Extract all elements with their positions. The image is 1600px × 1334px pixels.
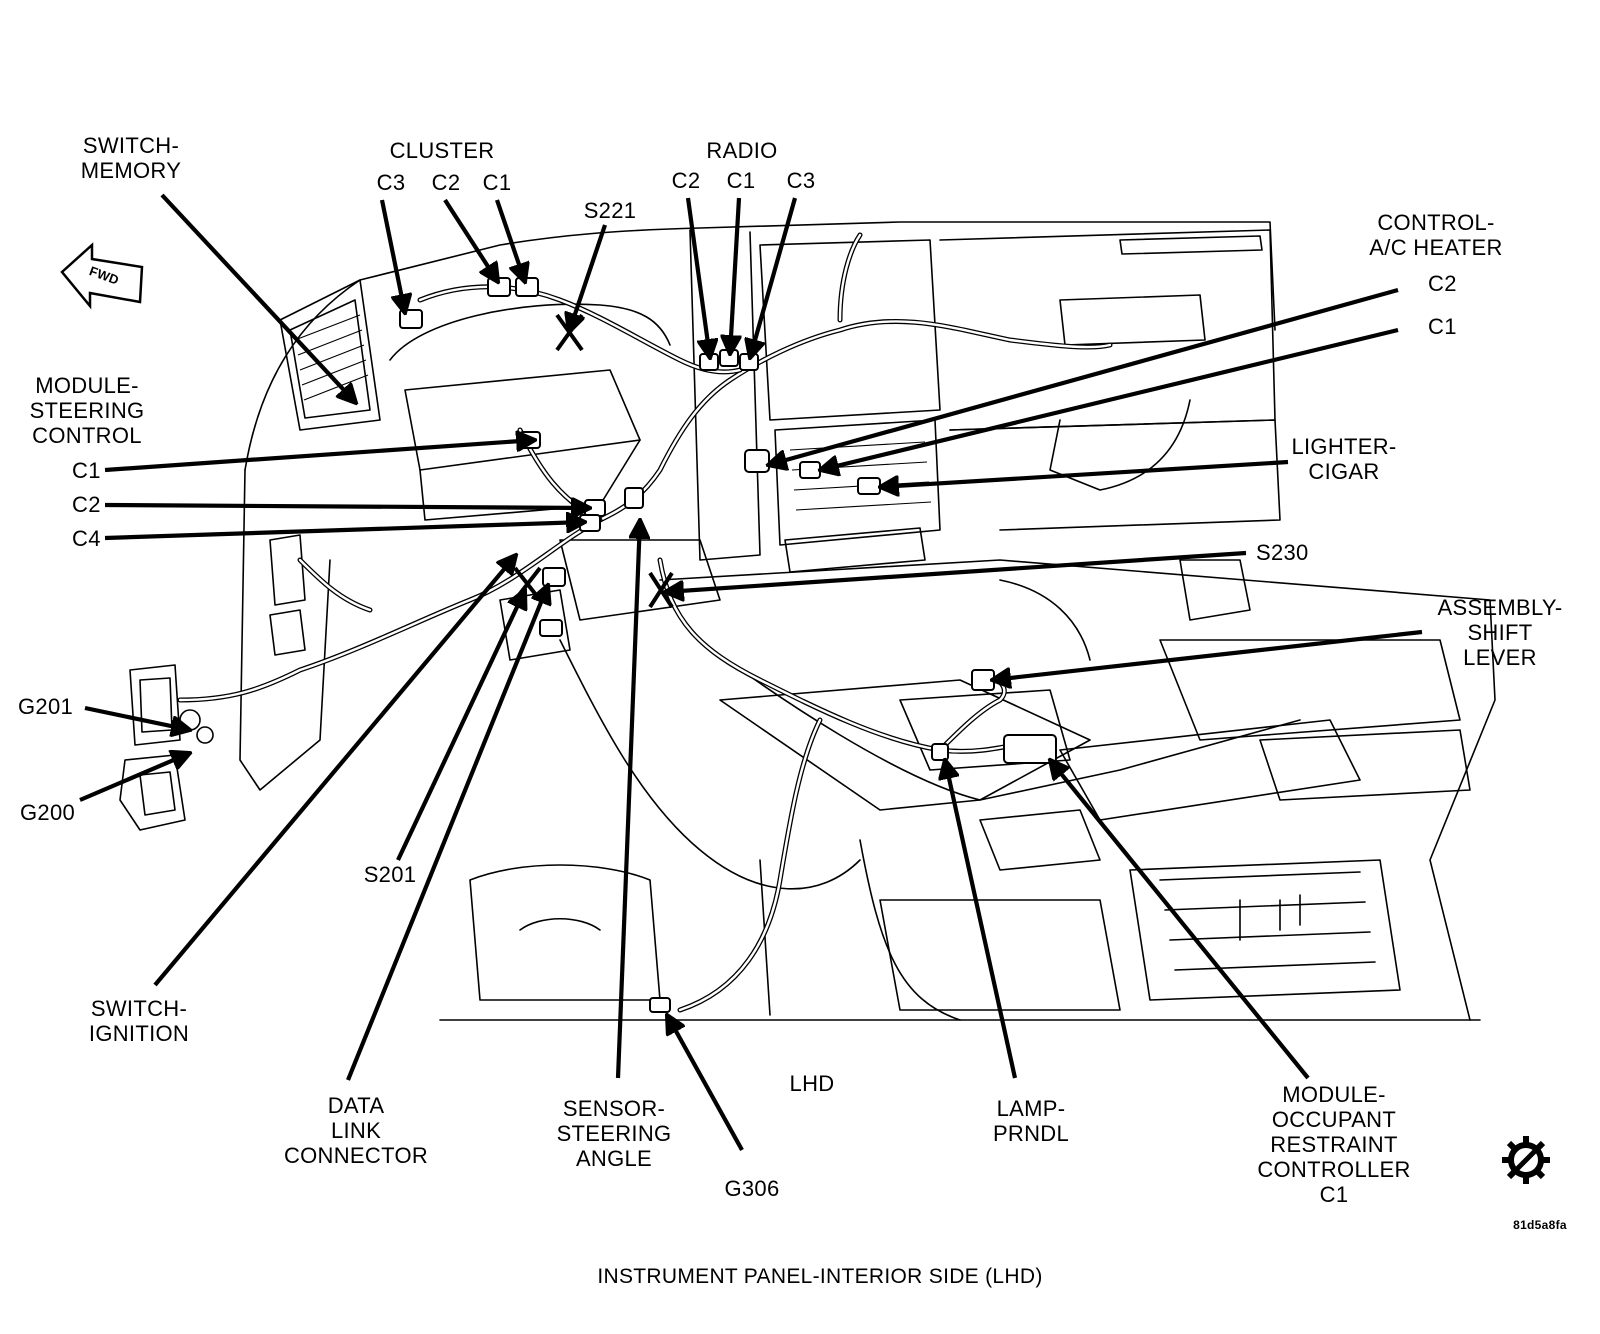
label-lighter-cigar: LIGHTER- CIGAR [1291,434,1397,484]
leader-cluster-c3 [379,199,405,313]
label-switch-ignition: SWITCH- IGNITION [88,996,190,1046]
label-s230: S230 [1256,540,1309,565]
label-msc-c1: C1 [72,458,101,483]
label-g201: G201 [18,694,74,719]
leader-msc-c4 [104,522,585,541]
label-lamp-prndl: LAMP- PRNDL [992,1096,1070,1146]
label-ac-c1: C1 [1428,314,1457,339]
leader-s230 [665,550,1247,592]
leader-lines [79,193,1423,1152]
wiring-harness [177,232,1113,1013]
leader-cluster-c2 [443,198,498,282]
label-g200: G200 [20,800,76,825]
leader-g200 [79,753,190,802]
leader-lamp-prndl [945,760,1018,1079]
gear-icon [1502,1136,1550,1184]
leader-radio-c3 [750,197,798,358]
label-radio-c3: C3 [786,168,816,193]
leader-msc-c1 [104,440,535,473]
label-cluster: CLUSTER [389,138,495,163]
leader-s201 [396,590,525,861]
label-s201: S201 [363,862,417,887]
label-radio-c1: C1 [726,168,756,193]
label-module-occupant-restraint-controller: MODULE- OCCUPANT RESTRAINT CONTROLLER C1 [1257,1082,1411,1207]
label-cluster-c2: C2 [431,170,461,195]
leader-lighter-cigar [880,459,1289,487]
splice-s221-mark [555,313,584,352]
leader-g306 [667,1015,744,1152]
leader-radio-c1 [730,197,739,354]
label-switch-memory: SWITCH- MEMORY [80,133,182,183]
label-assembly-shift-lever: ASSEMBLY- SHIFT LEVER [1437,595,1563,670]
leader-radio-c2 [685,197,710,358]
leader-msc-c2 [104,505,590,508]
view-label-lhd: LHD [789,1071,835,1096]
label-ac-c2: C2 [1428,271,1457,296]
label-msc-c4: C4 [72,526,101,551]
label-radio: RADIO [706,138,778,163]
instrument-panel-artwork [119,221,1496,1021]
fwd-arrow-icon [60,242,144,310]
leader-occupant-restraint [1050,760,1310,1080]
label-radio-c2: C2 [671,168,701,193]
diagram-caption: INSTRUMENT PANEL-INTERIOR SIDE (LHD) [597,1265,1043,1288]
leader-data-link-connector [346,585,548,1081]
label-module-steering-control: MODULE- STEERING CONTROL [29,373,145,448]
label-s221: S221 [583,198,637,223]
label-msc-c2: C2 [72,492,101,517]
leader-switch-ignition [153,555,516,987]
leader-s221 [569,224,607,332]
label-sensor-steering-angle: SENSOR- STEERING ANGLE [556,1096,672,1171]
leader-cluster-c1 [495,199,525,282]
label-cluster-c3: C3 [376,170,406,195]
leader-shift-lever [992,629,1423,680]
image-code: 81d5a8fa [1513,1218,1567,1232]
label-cluster-c1: C1 [482,170,512,195]
label-control-ac-heater: CONTROL- A/C HEATER [1369,210,1503,260]
leader-ac-c2 [768,287,1399,465]
label-g306: G306 [724,1176,780,1201]
label-data-link-connector: DATA LINK CONNECTOR [283,1093,429,1168]
leader-ac-c1 [820,327,1399,470]
leader-sensor-steering-angle [615,520,640,1079]
leader-switch-memory [160,193,356,403]
leader-g201 [84,705,190,730]
